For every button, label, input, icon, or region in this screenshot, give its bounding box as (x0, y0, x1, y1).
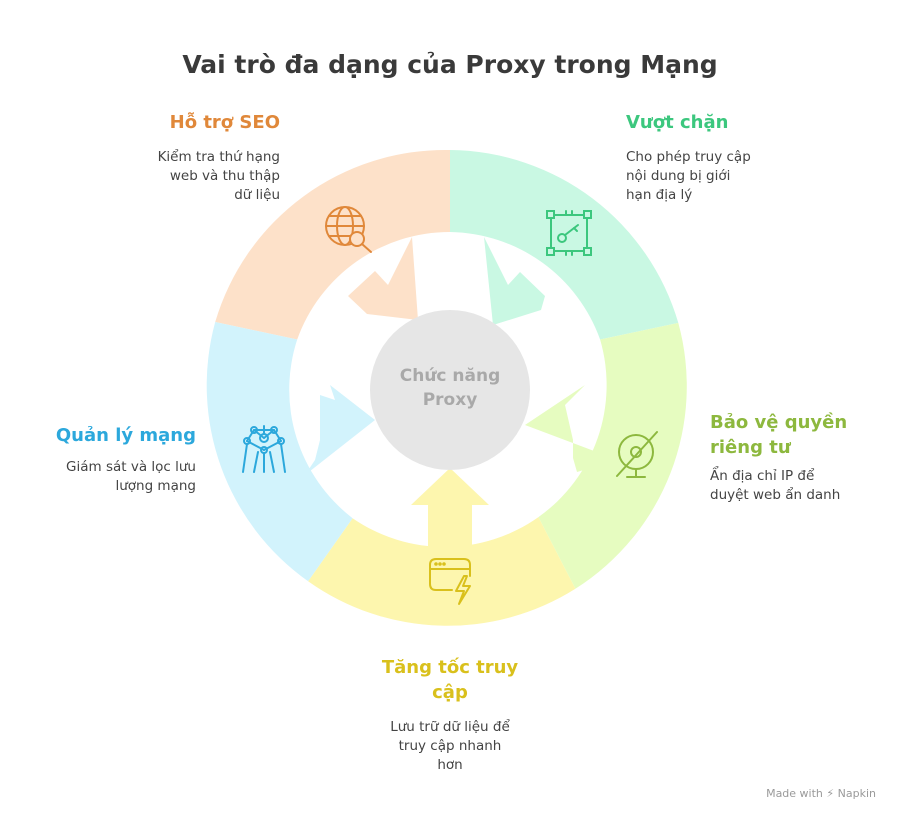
speed-description-line-1: Lưu trữ dữ liệu để (390, 719, 510, 735)
bypass-description-line-2: nội dung bị giới (626, 168, 731, 184)
bypass-description-line-3: hạn địa lý (626, 187, 693, 203)
seo-description-line-2: web và thu thập (169, 168, 280, 184)
seo-description-line-3: dữ liệu (234, 187, 280, 203)
hidden-globe-icon (616, 431, 658, 478)
bypass-heading: Vượt chặn (626, 112, 729, 133)
speed-description: Lưu trữ dữ liệu để truy cập nhanh hơn (350, 718, 550, 775)
seo-description: Kiểm tra thứ hạng web và thu thập dữ liệ… (158, 148, 280, 205)
network-description-line-2: lượng mạng (115, 478, 196, 494)
arrow-seo (348, 237, 418, 320)
segment-privacy (538, 322, 687, 589)
arrow-privacy (525, 385, 618, 472)
privacy-heading: Bảo vệ quyền riêng tư (710, 410, 847, 460)
network-description-line-1: Giám sát và lọc lưu (66, 459, 196, 475)
speed-description-line-3: hơn (437, 757, 463, 773)
center-label: Chức năng Proxy (370, 364, 530, 412)
arrow-speed (411, 468, 489, 550)
privacy-heading-line-1: Bảo vệ quyền (710, 412, 848, 433)
segment-network (206, 322, 353, 582)
watermark-brand: Napkin (837, 787, 876, 800)
segment-speed (308, 517, 576, 626)
bypass-description-line-1: Cho phép truy cập (626, 149, 751, 165)
speed-heading: Tăng tốc truy cập (350, 655, 550, 705)
speed-heading-line-2: cập (432, 682, 468, 703)
speed-heading-line-1: Tăng tốc truy (381, 657, 519, 678)
seo-heading: Hỗ trợ SEO (169, 112, 280, 133)
network-atom-icon (242, 425, 286, 473)
speed-description-line-2: truy cập nhanh (398, 738, 502, 754)
diagram-title: Vai trò đa dạng của Proxy trong Mạng (182, 50, 718, 79)
network-heading: Quản lý mạng (55, 425, 196, 446)
privacy-description: Ẩn địa chỉ IP để duyệt web ẩn danh (710, 467, 840, 505)
seo-description-line-1: Kiểm tra thứ hạng (157, 149, 280, 165)
privacy-description-line-1: Ẩn địa chỉ IP để (710, 468, 815, 484)
browser-lightning-icon (429, 558, 471, 605)
arrow-network (305, 385, 375, 475)
network-description: Giám sát và lọc lưu lượng mạng (66, 458, 196, 496)
center-label-line-1: Chức năng (399, 366, 501, 386)
privacy-heading-line-2: riêng tư (710, 437, 791, 458)
center-circle (370, 310, 530, 470)
napkin-watermark: Made with ⚡ Napkin (766, 787, 876, 800)
segment-bypass (450, 150, 679, 340)
segment-seo (215, 149, 450, 340)
napkin-logo-icon: ⚡ (826, 787, 835, 800)
bypass-description: Cho phép truy cập nội dung bị giới hạn đ… (626, 148, 751, 205)
key-frame-icon (546, 210, 592, 256)
center-label-line-2: Proxy (422, 390, 478, 410)
privacy-description-line-2: duyệt web ẩn danh (710, 487, 841, 503)
watermark-text: Made with (766, 787, 823, 800)
globe-search-icon (325, 206, 372, 253)
arrow-bypass (484, 237, 545, 325)
